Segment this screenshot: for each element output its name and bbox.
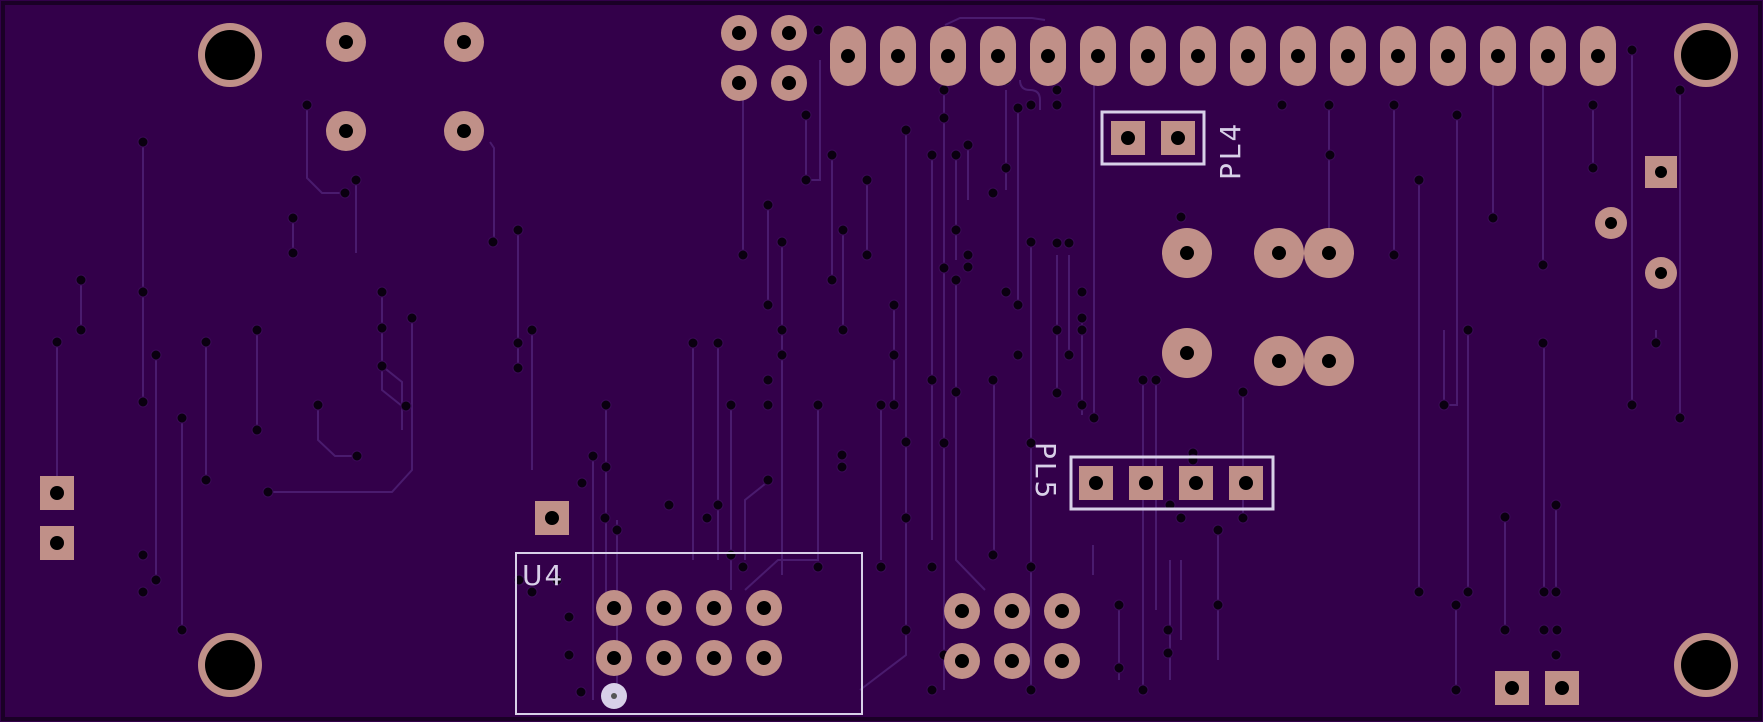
- pad-group-bottom-center: [944, 593, 1080, 679]
- pl4-outline: [1100, 110, 1206, 166]
- connector-pl4: PL4: [1100, 110, 1247, 180]
- component-u4: U4: [515, 552, 863, 715]
- square-pads: [40, 156, 1677, 705]
- pad-group-top-center: [721, 15, 807, 101]
- connector-pl5: PL5: [1029, 442, 1275, 511]
- u4-pins: [596, 590, 782, 709]
- copper-traces: [56, 17, 1681, 700]
- pad-group-middle-right: [1162, 228, 1354, 386]
- round-pads: [326, 15, 1677, 709]
- u4-outline: [515, 552, 863, 715]
- mounting-holes: [198, 23, 1738, 697]
- u4-label: U4: [522, 559, 564, 592]
- header-pads-top: [830, 26, 1616, 86]
- pl5-label: PL5: [1029, 442, 1062, 501]
- pl5-outline: [1069, 455, 1275, 511]
- pad-group-top-left: [326, 22, 484, 151]
- pad-group-right: [1595, 207, 1677, 289]
- pl4-label: PL4: [1214, 121, 1247, 180]
- vias: [51, 24, 1686, 698]
